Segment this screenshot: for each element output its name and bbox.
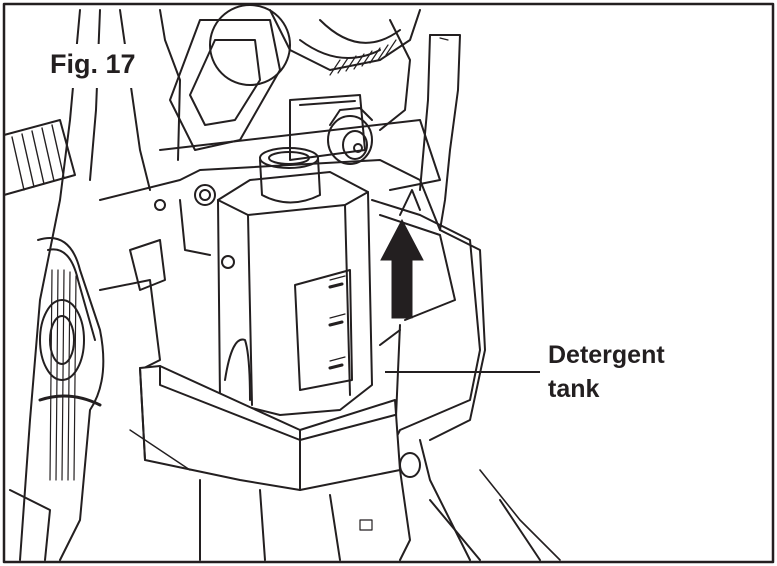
machine-upper-body [19, 4, 441, 561]
detergent-tank-callout: Detergent tank [548, 338, 665, 406]
callout-line-1: Detergent [548, 341, 665, 369]
mid-frame [99, 159, 486, 441]
figure-label: Fig. 17 [50, 49, 136, 79]
handle-grip [3, 119, 76, 196]
reel-ridges [329, 39, 397, 76]
detergent-tank-details [217, 147, 369, 406]
remove-direction-arrow [380, 218, 424, 319]
control-knob [327, 107, 373, 165]
machine-base [199, 439, 561, 561]
callout-line-2: tank [548, 375, 600, 403]
right-upright [419, 34, 461, 231]
cord-wrap [9, 237, 105, 561]
figure-label-box: Fig. 17 [38, 44, 156, 88]
